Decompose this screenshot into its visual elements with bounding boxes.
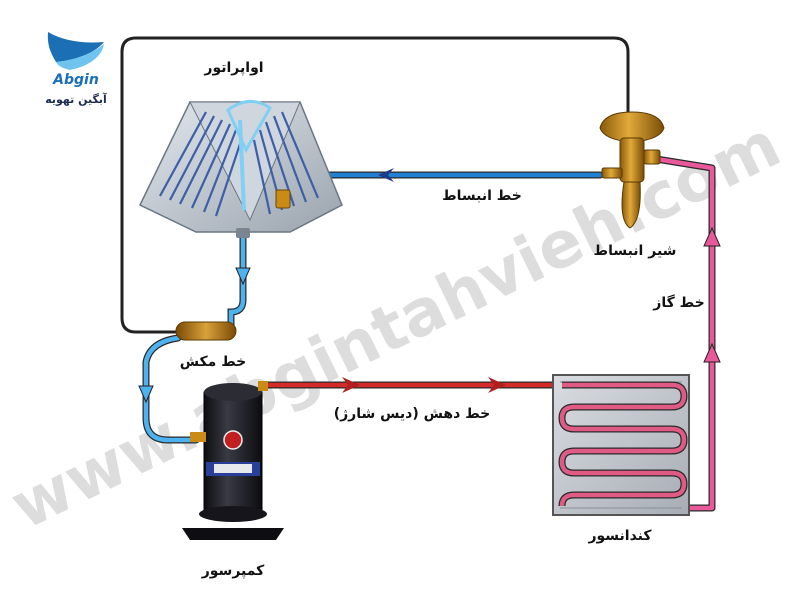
compressor-badge-icon bbox=[223, 430, 243, 450]
expansion-valve-label: شیر انبساط bbox=[594, 243, 677, 259]
filter-drier bbox=[175, 321, 237, 341]
expansion-valve bbox=[599, 111, 665, 229]
logo-brand-text: Abgin bbox=[52, 72, 99, 88]
suction-line-label: خط مکش bbox=[180, 354, 247, 370]
suction-arrow-icon bbox=[235, 267, 251, 286]
expansion-line-arrow-icon bbox=[378, 168, 394, 182]
discharge-arrow-2-icon bbox=[488, 377, 506, 393]
gas-arrow-2-icon bbox=[703, 226, 721, 247]
condenser-coil bbox=[552, 374, 690, 516]
expansion-line-label: خط انبساط bbox=[442, 188, 522, 204]
logo-tagline-text: آبگین تهویه bbox=[45, 92, 107, 106]
discharge-arrow-icon bbox=[342, 377, 360, 393]
brand-logo: Abgin آبگین تهویه bbox=[45, 32, 107, 106]
gas-line-label: خط گاز bbox=[652, 294, 704, 311]
suction-arrow-2-icon bbox=[138, 385, 154, 404]
evaporator-coil bbox=[138, 100, 343, 238]
logo-wave-icon bbox=[47, 32, 104, 62]
discharge-line-label: خط دهش (دیس شارژ) bbox=[334, 406, 491, 422]
gas-arrow-icon bbox=[703, 342, 721, 363]
outline-loop-pipe bbox=[120, 36, 630, 334]
condenser-label: کندانسور bbox=[587, 528, 652, 544]
compressor bbox=[182, 381, 284, 540]
evaporator-label: اواپراتور bbox=[203, 60, 263, 76]
compressor-label: کمپرسور bbox=[201, 563, 265, 579]
